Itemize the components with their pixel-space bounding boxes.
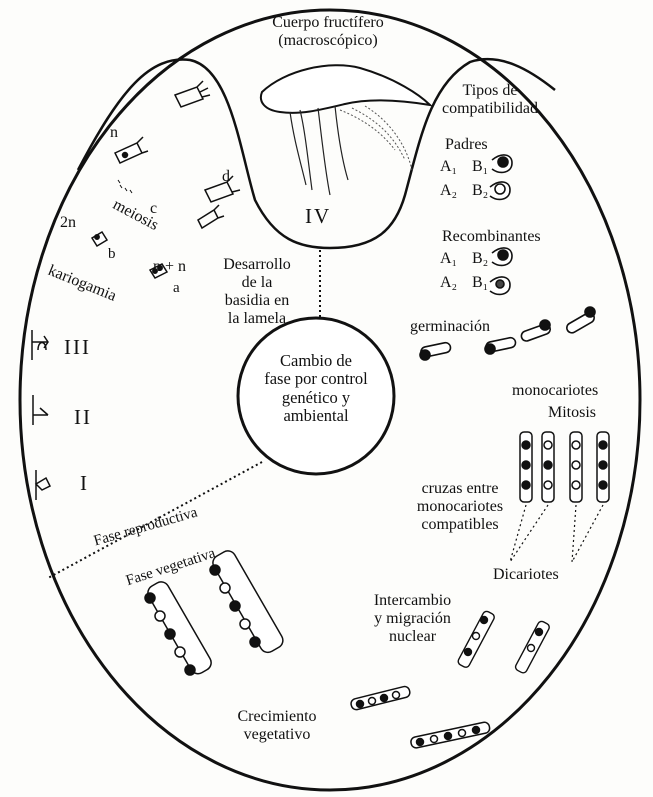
basidia-line3: basidia en	[212, 292, 302, 310]
label-n-plus-n: n + n	[153, 258, 186, 276]
allele-b: B₂	[472, 250, 504, 268]
growth-label: Crecimiento vegetativo	[222, 708, 332, 744]
growth-line1: Crecimiento	[222, 708, 332, 726]
dicaryote-hyphae-icon	[457, 610, 551, 674]
center-line1: Cambio de	[252, 352, 380, 370]
stage-iii-label: III	[64, 336, 91, 360]
label-2n: 2n	[60, 214, 76, 232]
fruiting-body-line2: (macroscópico)	[248, 32, 408, 50]
compat-title-line1: Tipos de	[430, 82, 550, 100]
compat-title: Tipos de compatibilidad	[430, 82, 550, 118]
dicaryotes-label: Dicariotes	[493, 566, 559, 584]
exchange-label: Intercambio y migración nuclear	[360, 592, 465, 646]
allele-a: A₁	[440, 250, 472, 268]
stage-hyphae-icon	[32, 330, 50, 500]
cross-lines	[510, 505, 603, 562]
compat-title-line2: compatibilidad	[430, 100, 550, 118]
fruiting-body-line1: Cuerpo fructífero	[248, 14, 408, 32]
stage-i-label: I	[80, 472, 89, 496]
stage-ii-label: II	[74, 406, 92, 430]
recombinants-label: Recombinantes	[442, 228, 541, 246]
parents-label: Padres	[445, 136, 488, 154]
monocaryote-hyphae-icon	[520, 432, 609, 502]
stage-iv-label: IV	[305, 205, 331, 229]
allele-b: B₁	[472, 158, 504, 176]
fruiting-body-title: Cuerpo fructífero (macroscópico)	[248, 14, 408, 50]
label-a: a	[173, 280, 180, 297]
center-line2: fase por control	[252, 370, 380, 388]
growth-hyphae-icon	[350, 685, 491, 748]
basidia-label: Desarrollo de la basidia en la lamela	[212, 256, 302, 328]
label-d: d	[222, 168, 230, 186]
exchange-line2: y migración	[360, 610, 465, 628]
mushroom-icon	[261, 65, 430, 195]
allele-b: B₁	[472, 274, 504, 292]
exchange-line3: nuclear	[360, 628, 465, 646]
label-b: b	[108, 246, 116, 263]
germination-label: germinación	[410, 318, 490, 336]
basidia-line4: la lamela	[212, 310, 302, 328]
allele-a: A₂	[440, 182, 472, 200]
center-line4: ambiental	[252, 407, 380, 425]
label-c: c	[150, 200, 157, 218]
growth-line2: vegetativo	[222, 726, 332, 744]
crosses-label: cruzas entre monocariotes compatibles	[405, 480, 515, 534]
basidia-line1: Desarrollo	[212, 256, 302, 274]
crosses-line1: cruzas entre	[405, 480, 515, 498]
crosses-line3: compatibles	[405, 516, 515, 534]
allele-a: A₂	[440, 274, 472, 292]
label-n: n	[110, 124, 118, 142]
basidia-line2: de la	[212, 274, 302, 292]
exchange-line1: Intercambio	[360, 592, 465, 610]
center-text: Cambio de fase por control genético y am…	[252, 352, 380, 426]
allele-b: B₂	[472, 182, 504, 200]
center-line3: genético y	[252, 389, 380, 407]
monocaryotes-label: monocariotes	[512, 382, 598, 400]
crosses-line2: monocariotes	[405, 498, 515, 516]
allele-a: A₁	[440, 158, 472, 176]
mitosis-label: Mitosis	[548, 404, 596, 422]
